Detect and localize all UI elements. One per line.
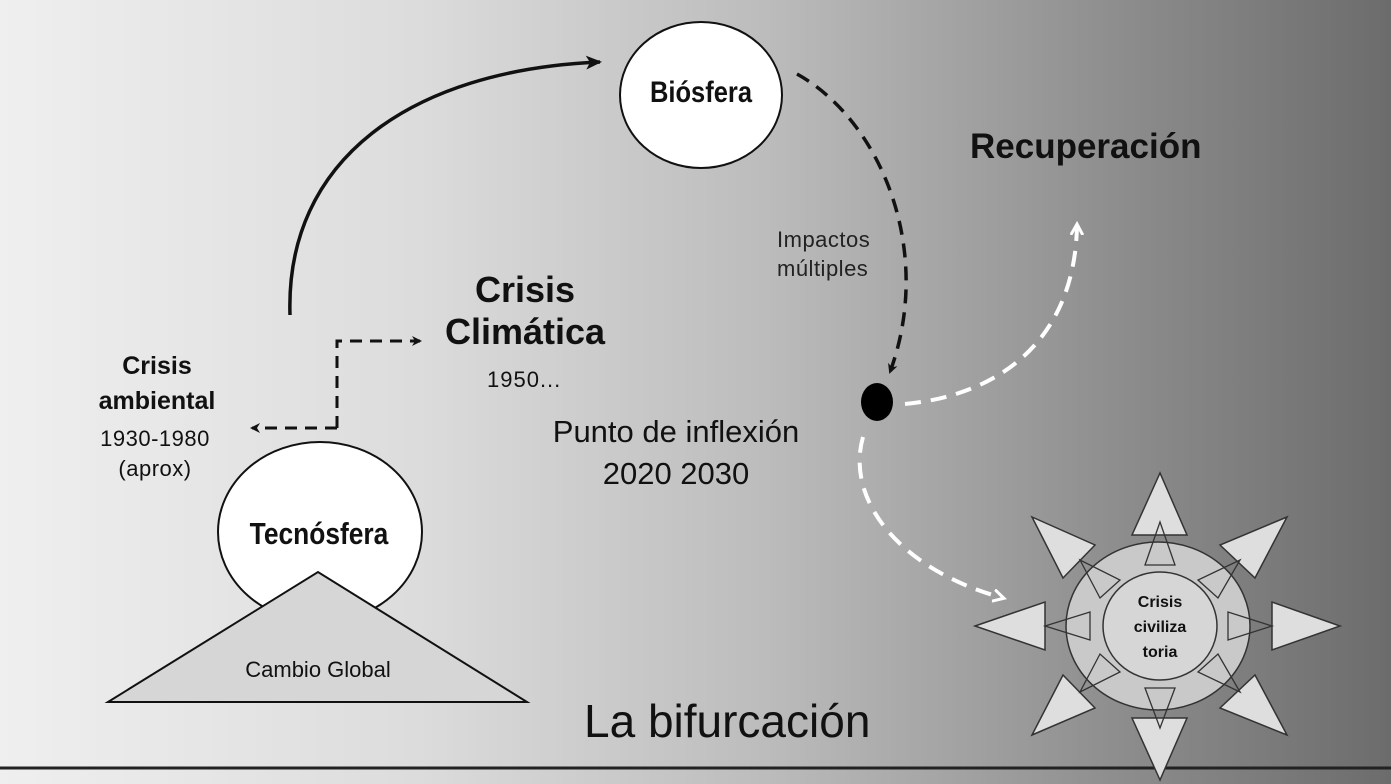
dashed-arrow-recuperacion [904,225,1077,406]
crisis-climatica-line-1: Crisis [474,269,576,310]
dashed-arrow-crisis-civilizatoria [857,436,1003,598]
crisis-climatica-year: 1950... [487,367,562,392]
punto-inflexion-label: Punto de inflexión 2020 2030 [553,411,799,495]
dashed-arrow-impacts [796,72,908,374]
crisis-ambiental-years: 1930-1980 (aprox) [100,424,210,484]
diagram-title: La bifurcación [584,695,871,747]
crisis-ambiental-label: Crisis ambiental [99,349,216,419]
crisis-civilizatoria-line-2: civiliza [1133,619,1187,636]
crisis-ambiental-line-1: Crisis [122,352,192,380]
inflection-point-dot [861,383,893,421]
crisis-civilizatoria-inner-spikes [1042,520,1275,730]
crisis-civilizatoria-star [972,471,1343,782]
crisis-climatica-label: Crisis Climática [445,269,605,353]
crisis-civilizatoria-label: Crisis civiliza toria [1134,590,1186,665]
punto-inflexion-line-1: Punto de inflexión [552,414,800,449]
biosfera-circle [619,21,783,169]
punto-inflexion-line-2: 2020 2030 [602,456,750,491]
cambio-global-triangle [104,570,531,703]
arc-tecnosfera-to-biosfera [288,55,602,316]
impactos-line-2: múltiples [777,256,869,281]
dashed-elbow-crisis [335,336,422,428]
crisis-civilizatoria-line-1: Crisis [1137,594,1183,611]
crisis-civilizatoria-inner [1102,571,1218,681]
tecnosfera-label: Tecnósfera [249,516,389,551]
crisis-ambiental-years-line-1: 1930-1980 [100,426,210,451]
impactos-line-1: Impactos [777,227,871,252]
crisis-ambiental-years-line-2: (aprox) [118,456,192,481]
crisis-civilizatoria-line-3: toria [1142,644,1178,661]
crisis-ambiental-line-2: ambiental [98,387,216,415]
cambio-global-label: Cambio Global [245,657,391,682]
biosfera-label: Biósfera [649,76,753,109]
impactos-label: Impactos múltiples [777,225,870,283]
recuperacion-label: Recuperación [970,127,1202,166]
crisis-climatica-line-2: Climática [444,311,606,352]
